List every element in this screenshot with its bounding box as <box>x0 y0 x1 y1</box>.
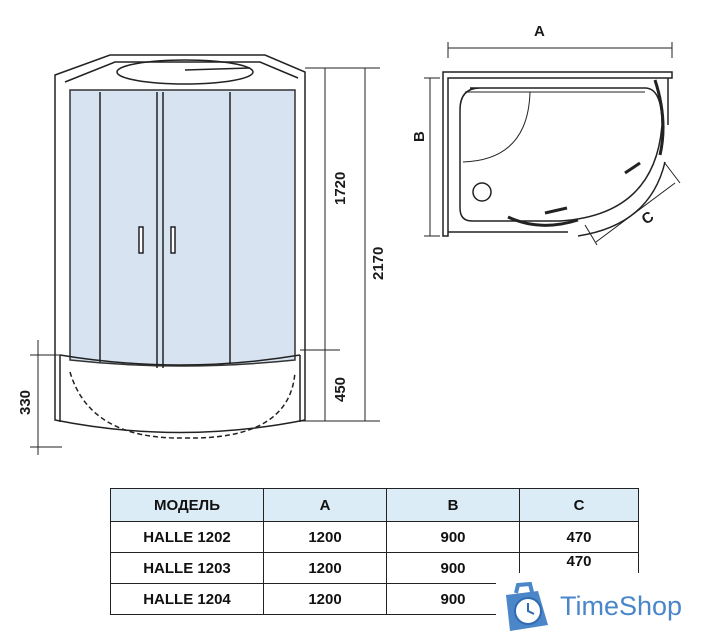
table-header: МОДЕЛЬ A B C <box>110 488 639 522</box>
front-dimensions <box>30 67 380 455</box>
depth-label: B <box>411 131 428 142</box>
watermark: TimeShop <box>496 573 696 640</box>
cell: 900 <box>386 521 520 553</box>
cell: HALLE 1202 <box>110 521 264 553</box>
table-row: HALLE 1203 1200 900 470 <box>110 552 639 584</box>
cell: 900 <box>386 552 520 584</box>
header-c: C <box>519 488 639 522</box>
cell: 1200 <box>263 521 387 553</box>
tray-step-label: 330 <box>17 390 34 415</box>
door-label: C <box>639 208 658 228</box>
top-dimensions <box>424 42 681 246</box>
front-view <box>54 54 306 439</box>
tray-height-label: 450 <box>332 377 349 402</box>
width-label: A <box>534 23 545 40</box>
watermark-text: TimeShop <box>560 591 683 621</box>
dimensions-table: МОДЕЛЬ A B C HALLE 1202 1200 900 470 HAL… <box>110 488 639 615</box>
clock-bag-icon <box>506 581 548 631</box>
header-model: МОДЕЛЬ <box>110 488 264 522</box>
table-row: HALLE 1202 1200 900 470 <box>110 521 639 553</box>
cell: HALLE 1203 <box>110 552 264 584</box>
cell: 1200 <box>263 583 387 615</box>
cell: 1200 <box>263 552 387 584</box>
header-b: B <box>386 488 520 522</box>
cabin-height-label: 1720 <box>332 172 349 205</box>
cell: 470 <box>519 521 639 553</box>
header-a: A <box>263 488 387 522</box>
total-height-label: 2170 <box>370 247 387 280</box>
cell: HALLE 1204 <box>110 583 264 615</box>
